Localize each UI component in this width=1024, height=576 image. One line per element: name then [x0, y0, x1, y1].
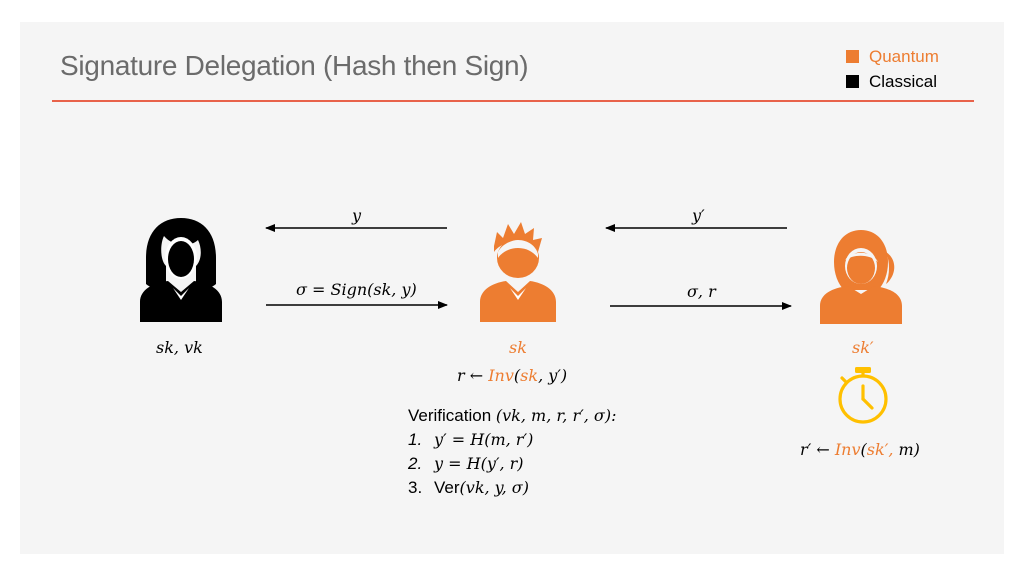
legend-swatch-quantum-icon: [846, 50, 859, 63]
left-party-keys: sk, vk: [156, 338, 203, 357]
person-middle-icon: [480, 222, 556, 322]
middle-inv-key: sk: [520, 366, 539, 385]
person-left-icon: [140, 218, 222, 322]
middle-inv-open: (: [513, 366, 521, 385]
arrow-label-sign: σ = Sign(sk, y): [296, 280, 417, 299]
middle-inv-fn: Inv: [488, 366, 514, 385]
right-inv-key: sk′,: [866, 440, 894, 459]
right-inv-open: (: [860, 440, 867, 459]
step-2-number: 2.: [408, 454, 423, 473]
arrow-label-yprime: y′: [692, 206, 705, 225]
stopwatch-icon: [838, 367, 888, 424]
step-1-number: 1.: [408, 430, 423, 449]
right-inv-prefix: r′ ←: [800, 440, 835, 459]
person-right-icon: [820, 230, 902, 324]
right-inversion: r′ ← Inv(sk′, m): [800, 440, 920, 459]
verification-block: Verification (vk, m, r, r′, σ): 1. y′ = H…: [408, 404, 616, 500]
legend-item-classical: Classical: [846, 69, 939, 94]
right-inv-fn: Inv: [834, 440, 861, 459]
legend-item-quantum: Quantum: [846, 44, 939, 69]
arrow-label-y: y: [352, 206, 362, 225]
step-3-function: Ver: [434, 478, 460, 497]
verification-heading-args: (vk, m, r, r′, σ):: [495, 406, 617, 425]
step-3-formula: (vk, y, σ): [459, 478, 529, 497]
arrow-label-sigma-r: σ, r: [687, 282, 716, 301]
middle-inv-rest: , y′): [538, 366, 568, 385]
verification-heading-text: Verification: [408, 406, 496, 425]
verification-step-1: 1. y′ = H(m, r′): [408, 428, 616, 452]
verification-heading: Verification (vk, m, r, r′, σ):: [408, 404, 616, 428]
right-inv-rest: m): [893, 440, 920, 459]
step-2-formula: y = H(y′, r): [434, 454, 524, 473]
legend-label-classical: Classical: [869, 71, 938, 91]
legend-label-quantum: Quantum: [869, 46, 939, 66]
title-divider: [52, 100, 974, 102]
middle-inv-prefix: r ←: [457, 366, 489, 385]
step-1-formula: y′ = H(m, r′): [434, 430, 534, 449]
legend-swatch-classical-icon: [846, 75, 859, 88]
verification-step-3: 3. Ver(vk, y, σ): [408, 476, 616, 500]
verification-step-2: 2. y = H(y′, r): [408, 452, 616, 476]
middle-inversion: r ← Inv(sk, y′): [457, 366, 567, 385]
step-3-number: 3.: [408, 478, 423, 497]
right-party-key: sk′: [852, 338, 874, 357]
page-title: Signature Delegation (Hash then Sign): [60, 50, 529, 81]
middle-party-key: sk: [509, 338, 527, 357]
legend: Quantum Classical: [846, 44, 939, 94]
